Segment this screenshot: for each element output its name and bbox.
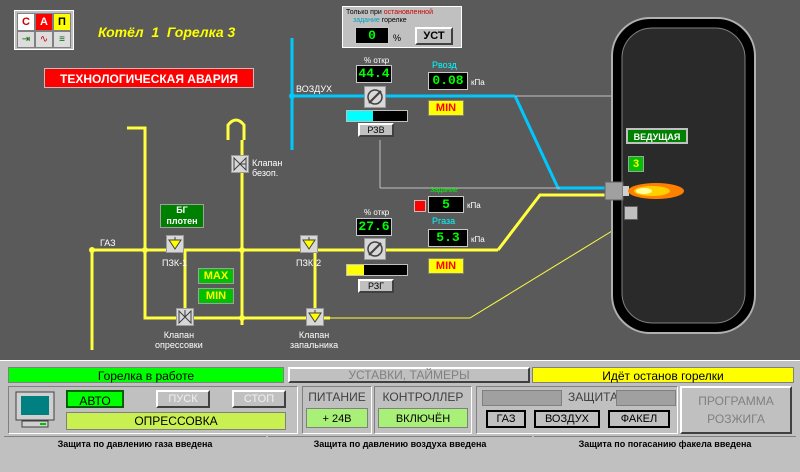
air-damper-icon[interactable] — [364, 86, 386, 108]
protection-panel — [476, 386, 678, 434]
gas-min-alarm: MIN — [428, 258, 464, 274]
toolbar-btn-a[interactable]: А — [35, 13, 53, 31]
pzk1-label: ПЗК-1 — [162, 258, 188, 268]
gas-line-label: ГАЗ — [100, 238, 116, 248]
exit-icon[interactable]: ⇥ — [17, 31, 35, 48]
controller-panel — [374, 386, 472, 434]
power-title: ПИТАНИЕ — [308, 390, 366, 404]
list-icon[interactable]: ≡ — [53, 31, 71, 48]
gas-max-indicator: MAX — [198, 268, 234, 284]
air-min-alarm: MIN — [428, 100, 464, 116]
toolbar-btn-s[interactable]: С — [17, 13, 35, 31]
toolbar: С А П ⇥ ∿ ≡ — [14, 10, 74, 50]
air-pressure-unit: кПа — [471, 78, 485, 87]
gas-pressure-unit: кПа — [471, 235, 485, 244]
stop-button[interactable]: СТОП — [232, 390, 286, 408]
protection-indicator-1 — [482, 390, 562, 406]
test-valve-icon[interactable] — [176, 308, 194, 326]
gas-tightness-line2: плотен — [166, 216, 198, 226]
trend-icon[interactable]: ∿ — [35, 31, 53, 48]
setpoint-note-2: горелке — [381, 17, 407, 24]
air-open-label: % откр — [364, 56, 390, 65]
setpoint-value[interactable]: 0 — [355, 27, 389, 44]
safety-valve-icon[interactable] — [231, 155, 249, 173]
ignition-program-button[interactable]: ПРОГРАММА РОЗЖИГА — [680, 386, 792, 434]
page-title: Котёл 1 Горелка 3 — [98, 24, 236, 40]
stop-status: Идёт останов горелки — [532, 367, 794, 383]
leading-burner-indicator: ВЕДУЩАЯ — [626, 128, 688, 144]
mode-panel — [8, 386, 298, 434]
pressure-test-status: ОПРЕССОВКА — [66, 412, 286, 430]
safety-valve-label: Клапан безоп. — [252, 158, 283, 178]
protection-air-button[interactable]: ВОЗДУХ — [534, 410, 600, 428]
start-button[interactable]: ПУСК — [156, 390, 210, 408]
pzk2-valve-icon[interactable] — [300, 235, 318, 253]
gas-task-value[interactable]: 5 — [428, 196, 464, 213]
test-valve-label: Клапан опрессовки — [155, 330, 203, 350]
air-damper-bar — [346, 110, 408, 122]
pzk1-valve-icon[interactable] — [166, 235, 184, 253]
gas-damper-icon[interactable] — [364, 238, 386, 260]
gas-open-label: % откр — [364, 208, 390, 217]
air-regulator-button[interactable]: РЗВ — [358, 123, 394, 137]
set-button[interactable]: УСТ — [415, 27, 453, 45]
power-value: + 24В — [306, 408, 368, 428]
gas-task-label: Задание — [430, 187, 458, 194]
message-gas-protection: Защита по давлению газа введена — [4, 436, 266, 451]
gas-damper-bar — [346, 264, 408, 276]
igniter-valve-icon[interactable] — [306, 308, 324, 326]
protection-gas-button[interactable]: ГАЗ — [486, 410, 526, 428]
protection-flame-button[interactable]: ФАКЕЛ — [608, 410, 670, 428]
igniter-valve-label: Клапан запальника — [290, 330, 339, 350]
air-line-label: ВОЗДУХ — [296, 84, 333, 94]
gas-tightness-line1: БГ — [176, 205, 188, 215]
message-flame-protection: Защита по погасанию факела введена — [534, 436, 796, 451]
task-indicator-lamp — [414, 200, 426, 212]
settings-timers-button[interactable]: УСТАВКИ, ТАЙМЕРЫ — [288, 367, 530, 383]
protection-title: ЗАЩИТА — [568, 390, 619, 404]
setpoint-panel: Только при остановленной задание горелке… — [342, 6, 462, 48]
process-mimic: С А П ⇥ ∿ ≡ Котёл 1 Горелка 3 ТЕХНОЛОГИЧ… — [0, 0, 800, 360]
flame-sensor-icon — [624, 206, 638, 220]
computer-icon — [14, 390, 56, 430]
message-air-protection: Защита по давлению воздуха введена — [268, 436, 532, 451]
setpoint-note-1-red: остановленной — [383, 9, 433, 16]
burner-status: Горелка в работе — [8, 367, 284, 383]
gas-open-value: 27.6 — [356, 218, 392, 236]
air-pressure-label: Рвозд — [432, 60, 457, 70]
setpoint-note-1: Только при — [346, 9, 382, 16]
burner-flame-icon — [604, 178, 694, 204]
controller-title: КОНТРОЛЛЕР — [382, 390, 464, 404]
ignition-program-line1: ПРОГРАММА — [698, 394, 774, 408]
setpoint-note-2-cyan: задание — [353, 17, 380, 24]
gas-min-indicator: MIN — [198, 288, 234, 304]
power-panel — [302, 386, 372, 434]
burner-number: 3 — [628, 156, 644, 172]
gas-regulator-button[interactable]: РЗГ — [358, 279, 394, 293]
alarm-banner: ТЕХНОЛОГИЧЕСКАЯ АВАРИЯ — [44, 68, 254, 88]
toolbar-btn-p[interactable]: П — [53, 13, 71, 31]
pzk2-label: ПЗК-2 — [296, 258, 322, 268]
gas-tightness-indicator: БГ плотен — [160, 204, 204, 228]
setpoint-unit: % — [393, 33, 402, 43]
protection-indicator-2 — [616, 390, 676, 406]
auto-button[interactable]: АВТО — [66, 390, 124, 408]
controller-value: ВКЛЮЧЁН — [378, 408, 468, 428]
gas-task-unit: кПа — [467, 201, 481, 210]
pipeline-diagram — [89, 17, 756, 350]
gas-pressure-value: 5.3 — [428, 229, 468, 247]
air-pressure-value: 0.08 — [428, 72, 468, 90]
gas-pressure-label: Ргаза — [432, 216, 456, 226]
ignition-program-line2: РОЗЖИГА — [707, 412, 765, 426]
air-open-value: 44.4 — [356, 65, 392, 83]
